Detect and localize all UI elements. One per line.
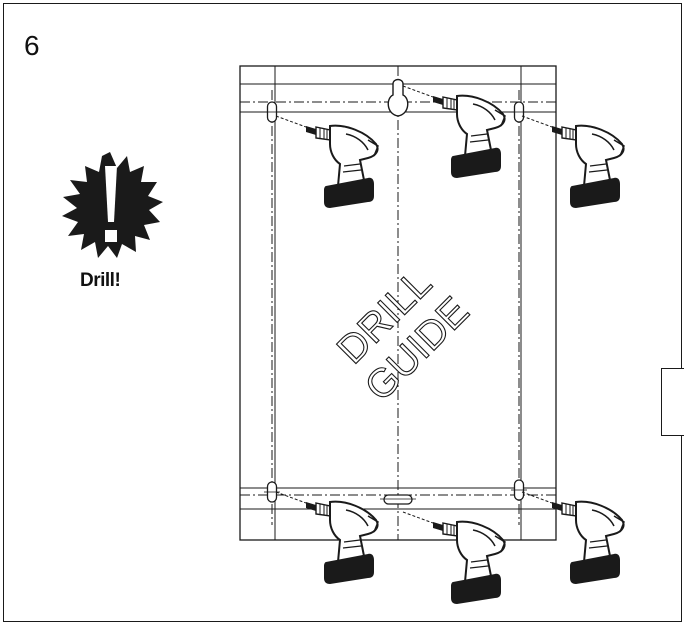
drill-guide-sheet: DRILL GUIDE — [239, 65, 557, 541]
step-number: 6 — [24, 30, 40, 61]
drill-warning-label: Drill! — [80, 270, 121, 291]
instruction-panel-frame — [3, 3, 682, 622]
next-step-preview-box — [661, 368, 684, 436]
exclamation-burst-icon — [62, 152, 163, 258]
